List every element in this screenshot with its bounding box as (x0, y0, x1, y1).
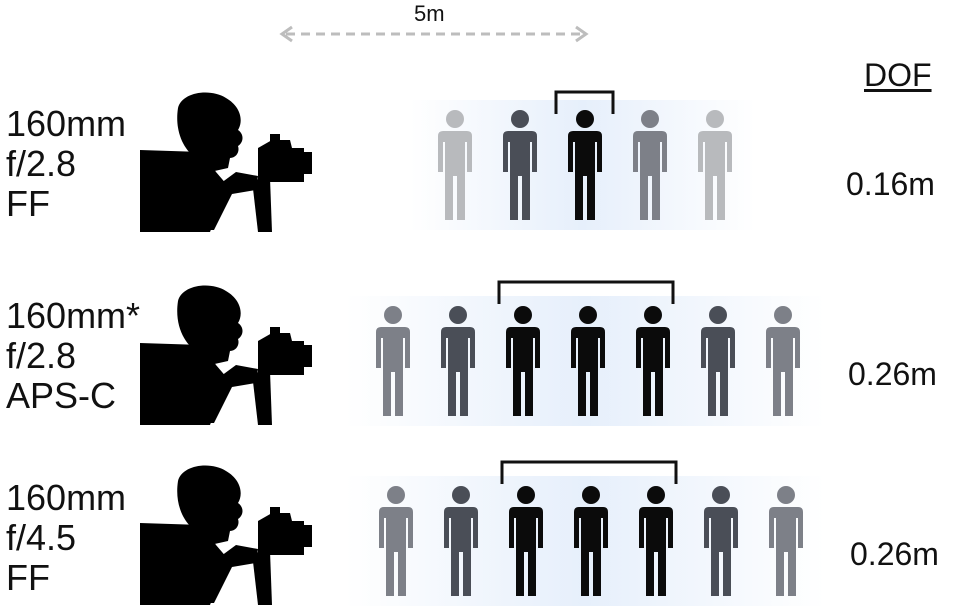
aperture: f/2.8 (6, 143, 77, 184)
dof-bracket (554, 90, 615, 114)
person-icon (636, 306, 670, 416)
person-icon (444, 486, 478, 596)
focal-length: 160mm (6, 103, 127, 144)
person-icon (376, 306, 410, 416)
person-icon (704, 486, 738, 596)
focal-length: 160mm* (6, 295, 141, 336)
person-icon (571, 306, 605, 416)
lens-spec-row-1: 160mm f/2.8 FF (6, 104, 126, 224)
dof-bracket (497, 280, 675, 304)
lens-spec-row-3: 160mm f/4.5 FF (6, 478, 126, 598)
aperture: f/2.8 (6, 335, 77, 376)
sensor-format: APS-C (6, 375, 117, 416)
sensor-format: FF (6, 183, 50, 224)
person-icon (568, 110, 602, 220)
person-icon (503, 110, 537, 220)
person-icon (574, 486, 608, 596)
person-icon (438, 110, 472, 220)
dof-header: DOF (864, 57, 932, 93)
people-row-3 (345, 460, 825, 606)
person-icon (506, 306, 540, 416)
person-icon (441, 306, 475, 416)
dof-value-row-1: 0.16m (846, 166, 935, 202)
people-row-1 (410, 90, 755, 230)
dof-bracket (500, 460, 678, 484)
person-icon (509, 486, 543, 596)
dof-value-row-2: 0.26m (848, 356, 937, 392)
person-icon (698, 110, 732, 220)
distance-label: 5m (414, 1, 445, 26)
sensor-format: FF (6, 557, 50, 598)
person-icon (639, 486, 673, 596)
person-icon (633, 110, 667, 220)
person-icon (766, 306, 800, 416)
people-row-2 (345, 280, 825, 426)
focal-length: 160mm (6, 477, 127, 518)
dof-value-row-3: 0.26m (850, 536, 939, 572)
double-arrow-icon (279, 25, 589, 43)
person-icon (769, 486, 803, 596)
aperture: f/4.5 (6, 517, 77, 558)
person-icon (379, 486, 413, 596)
person-icon (701, 306, 735, 416)
lens-spec-row-2: 160mm* f/2.8 APS-C (6, 296, 140, 416)
